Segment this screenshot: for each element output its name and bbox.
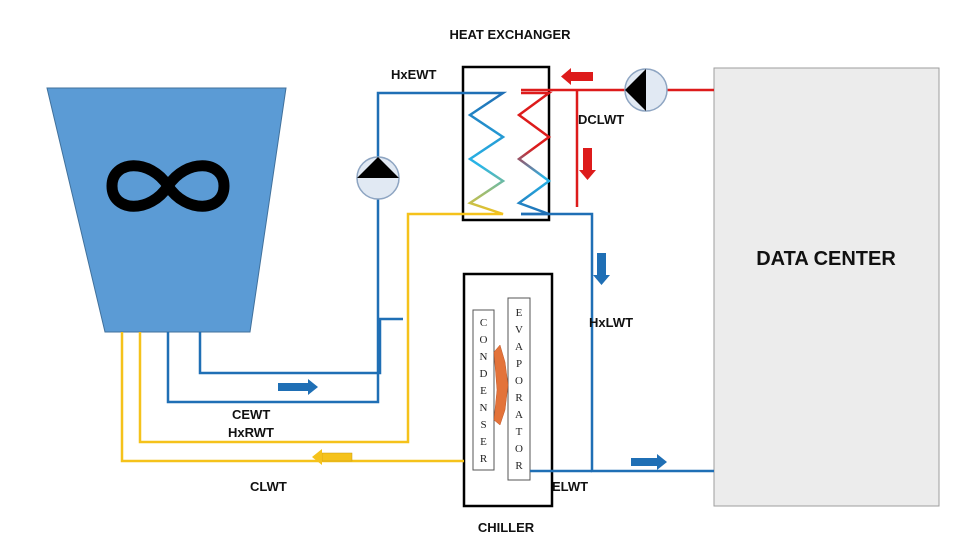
elwt-label: ELWT xyxy=(552,479,588,494)
dclwt-label: DCLWT xyxy=(578,112,624,127)
cooling-tower xyxy=(46,87,287,333)
pipe-hxlwt xyxy=(521,212,714,473)
flow-arrow-icon xyxy=(631,454,667,470)
flow-arrow-icon xyxy=(561,68,593,85)
heat-exchanger-label: HEAT EXCHANGER xyxy=(449,27,571,42)
flow-arrow-icon xyxy=(593,253,610,285)
pipe-cewt xyxy=(198,317,403,375)
flow-arrow-icon xyxy=(278,379,318,395)
pipe-hxewt xyxy=(166,91,466,404)
pipe-hxrwt xyxy=(138,212,470,444)
flow-arrow-icon xyxy=(312,449,353,465)
cewt-label: CEWT xyxy=(232,407,270,422)
hxrwt-label: HxRWT xyxy=(228,425,274,440)
hx-coil-condenser-side xyxy=(466,91,508,216)
pump-icon xyxy=(356,156,400,200)
hx-coil-datacenter-side xyxy=(516,91,553,216)
evaporator-panel xyxy=(507,297,531,481)
clwt-label: CLWT xyxy=(250,479,287,494)
chiller-label: CHILLER xyxy=(478,520,535,535)
pump-icon xyxy=(624,68,668,112)
flow-arrow-icon xyxy=(579,148,596,180)
data-center-box xyxy=(713,67,940,507)
hxlwt-label: HxLWT xyxy=(589,315,633,330)
heat-transfer-shape xyxy=(493,344,509,426)
infinity-icon xyxy=(106,160,230,212)
condenser-panel xyxy=(472,309,495,471)
hxewt-label: HxEWT xyxy=(391,67,437,82)
data-center-label: DATA CENTER xyxy=(756,248,896,270)
